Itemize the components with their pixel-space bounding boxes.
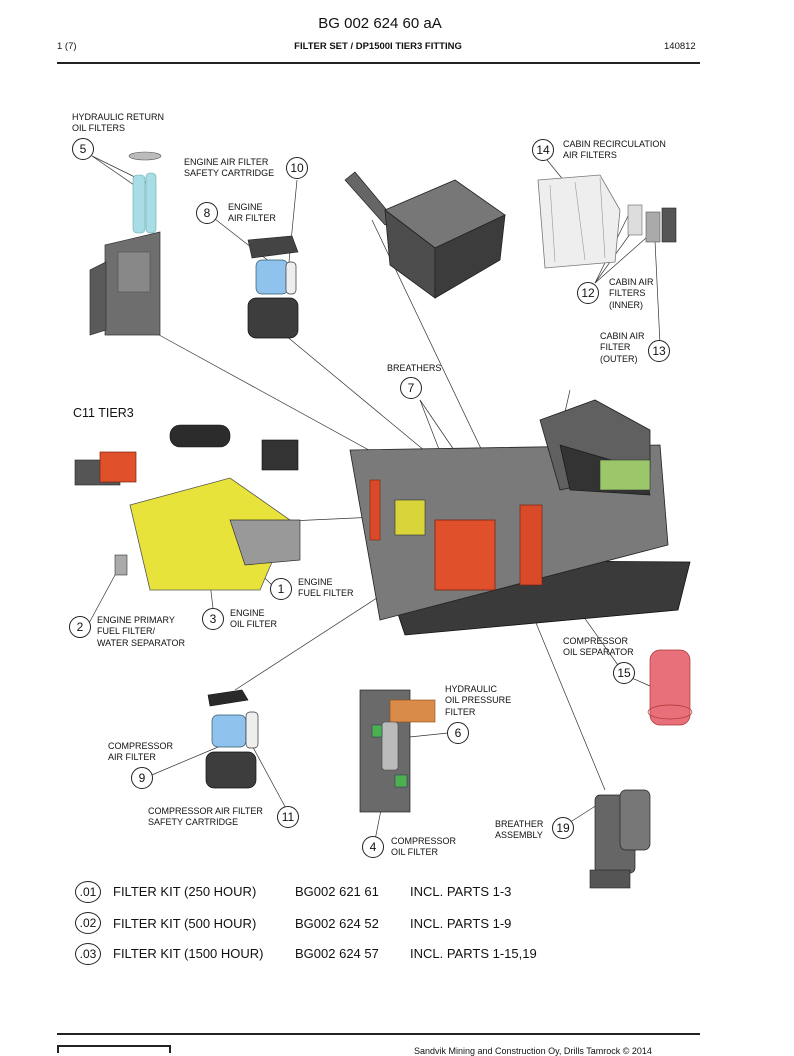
callout-9-number: 9 bbox=[131, 767, 153, 789]
document-id: BG 002 624 60 aA bbox=[318, 15, 442, 32]
company-logo bbox=[57, 1045, 171, 1053]
footer-rule bbox=[57, 1033, 700, 1035]
kit-includes-02: INCL. PARTS 1-9 bbox=[410, 916, 512, 931]
callout-13-number: 13 bbox=[648, 340, 670, 362]
footer-copyright: Sandvik Mining and Construction Oy, Dril… bbox=[414, 1046, 652, 1056]
oil-separator-art bbox=[647, 649, 693, 726]
document-title: FILTER SET / DP1500I TIER3 FITTING bbox=[294, 41, 462, 52]
callout-2-number: 2 bbox=[69, 616, 91, 638]
header-rule bbox=[57, 62, 700, 64]
callout-5-number: 5 bbox=[72, 138, 94, 160]
kit-part-03: BG002 624 57 bbox=[295, 946, 379, 961]
callout-14-number: 14 bbox=[532, 139, 554, 161]
compressor-air-filter-art bbox=[205, 689, 259, 789]
breather-assembly-art bbox=[589, 789, 651, 889]
callout-6-number: 6 bbox=[447, 722, 469, 744]
callout-11-number: 11 bbox=[277, 806, 299, 828]
drill-rig-art bbox=[349, 399, 691, 636]
fuel-tank-art bbox=[344, 171, 506, 299]
hydraulic-filter-art bbox=[359, 689, 436, 813]
kit-name-02: FILTER KIT (500 HOUR) bbox=[113, 916, 257, 931]
kit-part-01: BG002 621 61 bbox=[295, 884, 379, 899]
cabin-art bbox=[537, 174, 677, 269]
engine-air-filter-art bbox=[247, 235, 299, 339]
callout-8-number: 8 bbox=[196, 202, 218, 224]
callout-3-number: 3 bbox=[202, 608, 224, 630]
hydraulic-tank-art bbox=[89, 151, 162, 336]
callout-10-number: 10 bbox=[286, 157, 308, 179]
kit-code-02: .02 bbox=[75, 912, 101, 934]
kit-name-03: FILTER KIT (1500 HOUR) bbox=[113, 946, 264, 961]
engine-title: C11 TIER3 bbox=[73, 406, 134, 420]
engine-art bbox=[74, 424, 301, 591]
kit-includes-03: INCL. PARTS 1-15,19 bbox=[410, 946, 537, 961]
callout-15-number: 15 bbox=[613, 662, 635, 684]
kit-code-01: .01 bbox=[75, 881, 101, 903]
kit-name-01: FILTER KIT (250 HOUR) bbox=[113, 884, 257, 899]
callout-4-number: 4 bbox=[362, 836, 384, 858]
document-date: 140812 bbox=[664, 41, 696, 52]
callout-12-number: 12 bbox=[577, 282, 599, 304]
kit-includes-01: INCL. PARTS 1-3 bbox=[410, 884, 512, 899]
kit-code-03: .03 bbox=[75, 943, 101, 965]
kit-part-02: BG002 624 52 bbox=[295, 916, 379, 931]
callout-19-number: 19 bbox=[552, 817, 574, 839]
page-number: 1 (7) bbox=[57, 41, 77, 52]
callout-1-number: 1 bbox=[270, 578, 292, 600]
callout-7-label: BREATHERS bbox=[387, 363, 442, 373]
callout-7-number: 7 bbox=[400, 377, 422, 399]
